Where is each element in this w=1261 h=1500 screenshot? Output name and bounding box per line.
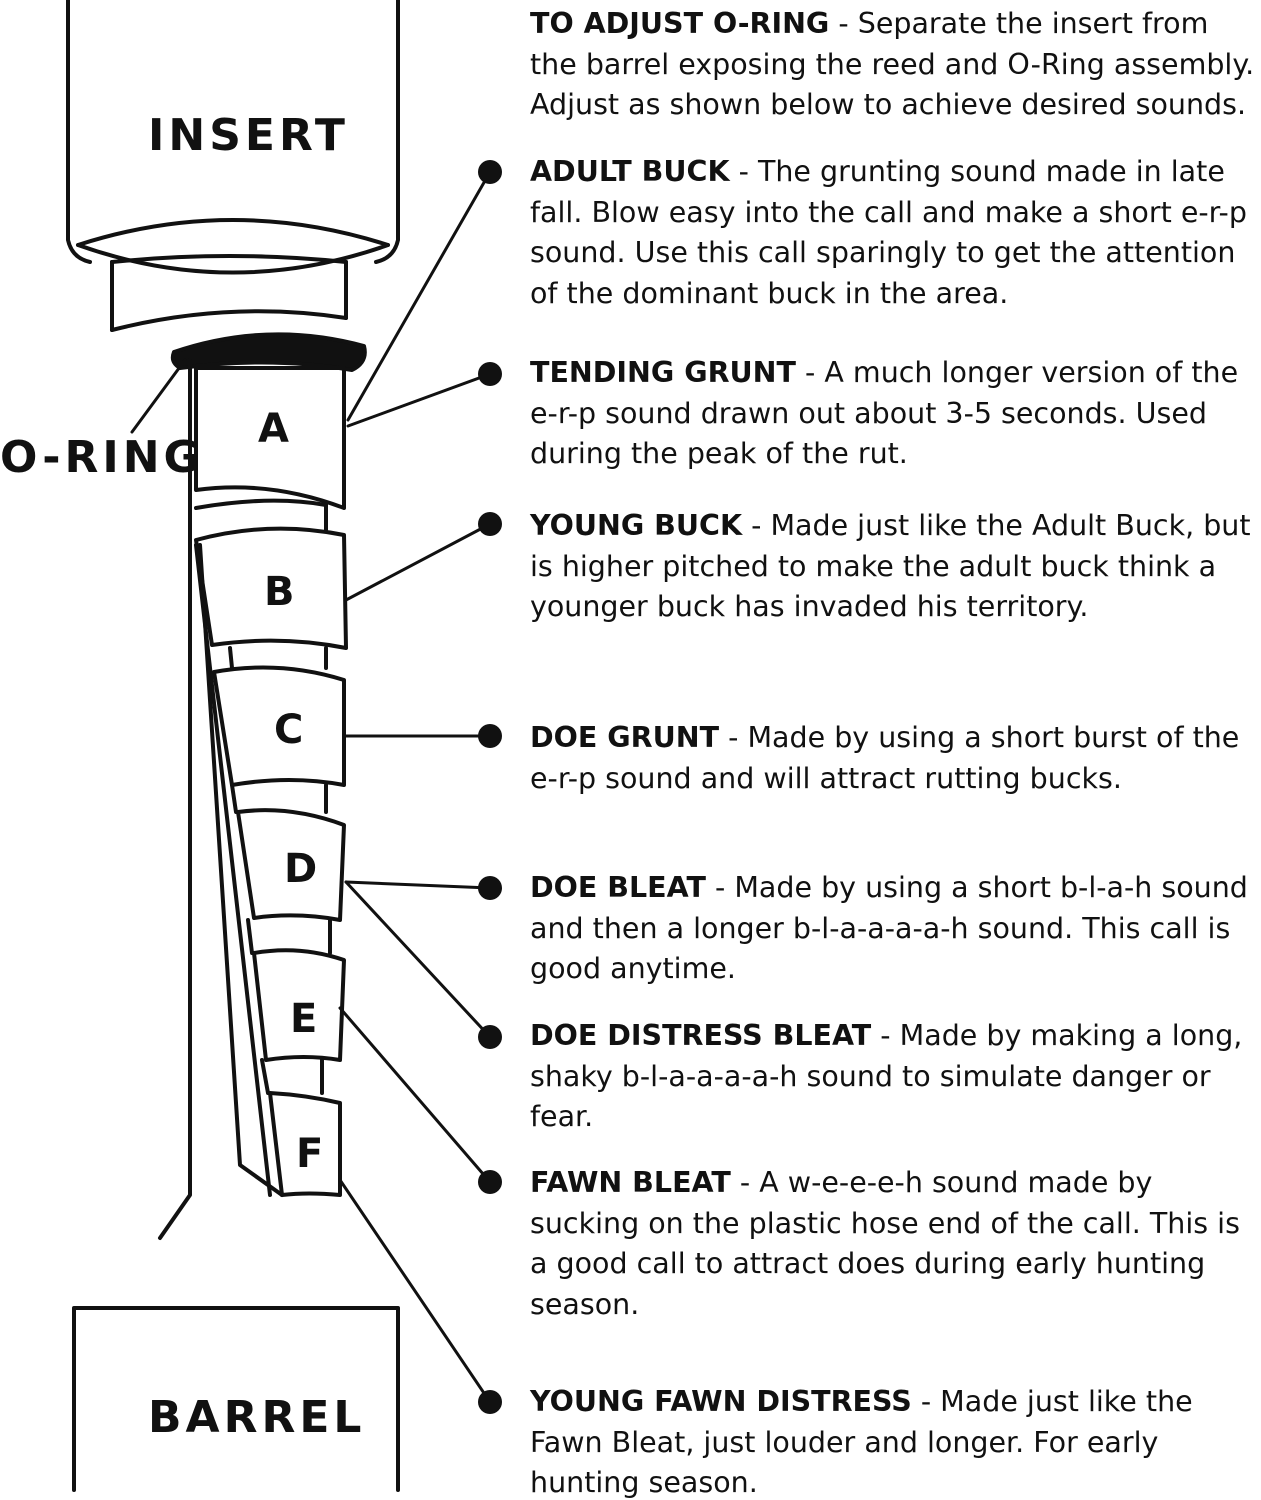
entry-title: TO ADJUST O-RING xyxy=(530,7,830,40)
entry-text: Made by using a short burst of the e-r-p… xyxy=(530,721,1240,795)
barrel-label: BARREL xyxy=(148,1392,365,1443)
entry-adult-buck: ADULT BUCK - The grunting sound made in … xyxy=(530,152,1260,314)
ring-letter-f: F xyxy=(296,1131,323,1177)
ring-letter-a: A xyxy=(258,406,289,452)
bullet-young-fawn-distress xyxy=(478,1390,502,1414)
entry-title: ADULT BUCK xyxy=(530,155,730,188)
bullet-fawn-bleat xyxy=(478,1170,502,1194)
entry-title: YOUNG FAWN DISTRESS xyxy=(530,1385,912,1418)
bullet-adult-buck xyxy=(478,160,502,184)
bullet-doe-grunt xyxy=(478,724,502,748)
reed-tongue xyxy=(228,503,332,1095)
ring-a xyxy=(194,366,346,510)
entry-text: Made by using a short b-l-a-h sound and … xyxy=(530,871,1248,985)
entry-tending-grunt: TENDING GRUNT - A much longer version of… xyxy=(530,353,1260,475)
bullet-tending-grunt xyxy=(478,362,502,386)
entry-separator: - xyxy=(829,7,858,40)
insert-stem xyxy=(110,254,348,332)
insert-body xyxy=(66,0,400,275)
entry-text: A much longer version of the e-r-p sound… xyxy=(530,356,1239,470)
ring-c xyxy=(212,665,346,787)
entry-title: YOUNG BUCK xyxy=(530,509,743,542)
oring-label: O-RING xyxy=(0,432,204,483)
ring-d xyxy=(236,808,346,922)
ring-letter-c: C xyxy=(274,707,303,753)
entry-doe-grunt: DOE GRUNT - Made by using a short burst … xyxy=(530,718,1260,799)
entry-separator: - xyxy=(871,1019,900,1052)
entry-text: A w-e-e-e-h sound made by sucking on the… xyxy=(530,1166,1240,1321)
entry-title: DOE GRUNT xyxy=(530,721,720,754)
ring-b xyxy=(194,526,348,650)
o-ring xyxy=(170,332,367,372)
entry-title: DOE DISTRESS BLEAT xyxy=(530,1019,872,1052)
bullet-young-buck xyxy=(478,512,502,536)
insert-label: INSERT xyxy=(148,110,349,161)
entry-adjust-oring: TO ADJUST O-RING - Separate the insert f… xyxy=(530,4,1260,126)
entry-text: Separate the insert from the barrel expo… xyxy=(530,7,1255,121)
oring-pointer xyxy=(130,358,187,434)
entry-text: The grunting sound made in late fall. Bl… xyxy=(530,155,1247,310)
entry-young-fawn-distress: YOUNG FAWN DISTRESS - Made just like the… xyxy=(530,1382,1260,1500)
entry-separator: - xyxy=(719,721,748,754)
entry-text: Made by making a long, shaky b-l-a-a-a-a… xyxy=(530,1019,1243,1133)
entry-text: Made just like the Fawn Bleat, just loud… xyxy=(530,1385,1193,1499)
entry-title: FAWN BLEAT xyxy=(530,1166,731,1199)
entry-separator: - xyxy=(795,356,825,389)
entry-text: Made just like the Adult Buck, but is hi… xyxy=(530,509,1251,623)
bullet-doe-distress-bleat xyxy=(478,1025,502,1049)
entry-doe-bleat: DOE BLEAT - Made by using a short b-l-a-… xyxy=(530,868,1260,990)
reed xyxy=(158,358,284,1240)
entry-separator: - xyxy=(911,1385,941,1418)
entry-title: TENDING GRUNT xyxy=(530,356,796,389)
entry-doe-distress-bleat: DOE DISTRESS BLEAT - Made by making a lo… xyxy=(530,1016,1260,1138)
ring-letter-b: B xyxy=(264,569,295,615)
entry-separator: - xyxy=(742,509,771,542)
ring-letter-e: E xyxy=(290,996,317,1042)
entry-young-buck: YOUNG BUCK - Made just like the Adult Bu… xyxy=(530,506,1260,628)
barrel-body xyxy=(72,1306,400,1492)
ring-letter-d: D xyxy=(284,846,317,892)
entry-separator: - xyxy=(729,155,758,188)
entry-title: DOE BLEAT xyxy=(530,871,706,904)
entry-separator: - xyxy=(730,1166,760,1199)
ring-f xyxy=(268,1091,342,1197)
entry-separator: - xyxy=(705,871,735,904)
bullet-doe-bleat xyxy=(478,876,502,900)
leader-lines xyxy=(338,170,492,1404)
entry-fawn-bleat: FAWN BLEAT - A w-e-e-e-h sound made by s… xyxy=(530,1163,1260,1325)
